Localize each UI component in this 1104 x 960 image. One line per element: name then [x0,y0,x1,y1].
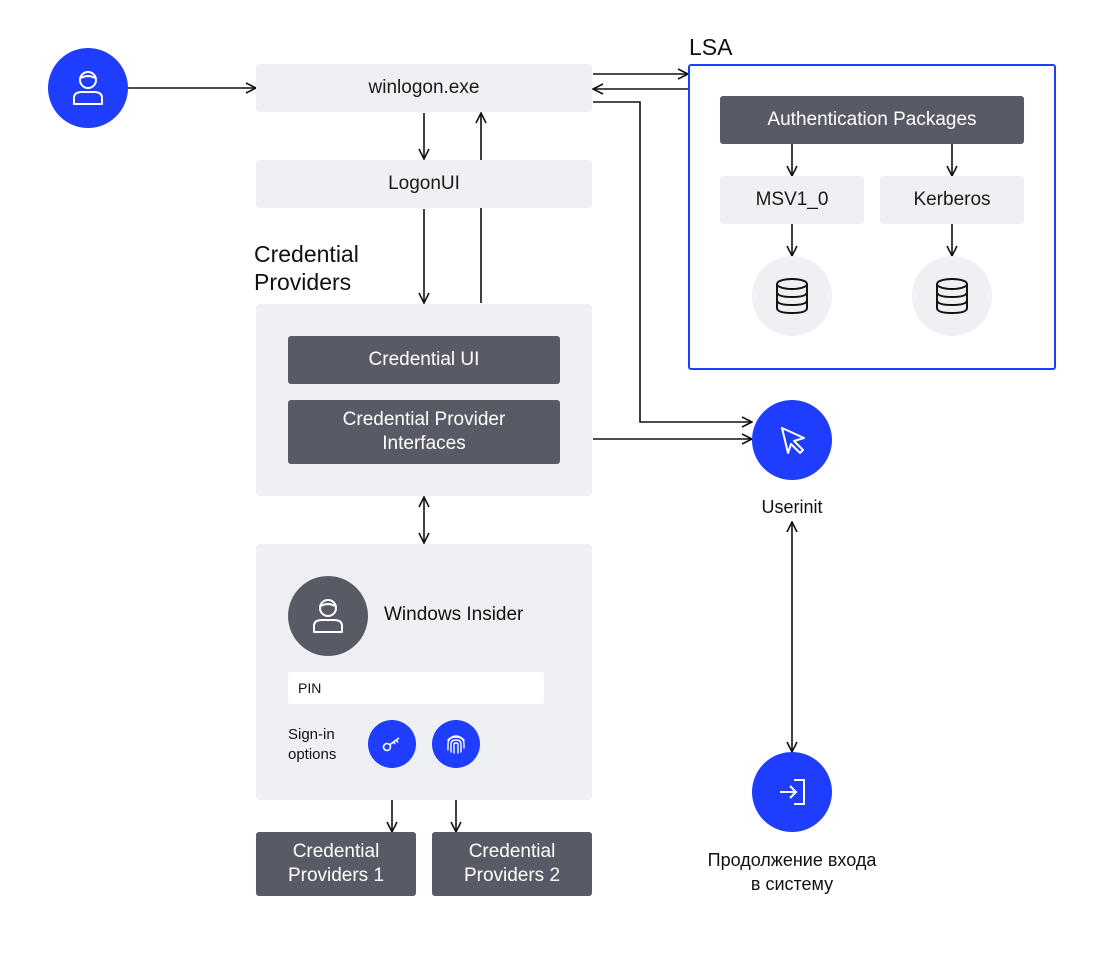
userinit-node [752,400,832,480]
cursor-icon [781,427,805,454]
credential-providers-heading: Credential Providers [254,241,359,295]
winlogon-node: winlogon.exe [256,64,592,112]
userinit-label: Userinit [761,497,823,517]
logonui-node: LogonUI [256,160,592,208]
msv1-0-node: MSV1_0 [720,176,864,224]
credential-ui-node: Credential UI [288,336,560,384]
key-option[interactable] [368,720,416,768]
sign-in-options-label: Sign-in options [288,726,337,763]
sign-in-icon [780,779,805,805]
credential-providers-2-node: Credential Providers 2 [432,832,592,896]
lsa-heading: LSA [689,34,733,60]
kerberos-database [912,256,992,336]
credential-provider-interfaces-node: Credential Provider Interfaces [288,400,560,464]
database-icon [936,278,968,315]
msv-database [752,256,832,336]
user-node [48,48,128,128]
credential-providers-1-node: Credential Providers 1 [256,832,416,896]
key-icon [382,737,400,752]
fingerprint-icon [447,735,465,754]
lsa-box [688,64,1056,370]
kerberos-node: Kerberos [880,176,1024,224]
pin-field[interactable]: PIN [288,672,544,704]
pin-placeholder: PIN [298,680,322,696]
account-name: Windows Insider [384,604,524,625]
user-icon [313,599,343,633]
fingerprint-option[interactable] [432,720,480,768]
continue-login-label: Продолжение входа в систему [707,850,877,894]
user-icon [73,71,103,105]
account-avatar [288,576,368,656]
database-icon [776,278,808,315]
continue-login-node [752,752,832,832]
authentication-packages-node: Authentication Packages [720,96,1024,144]
